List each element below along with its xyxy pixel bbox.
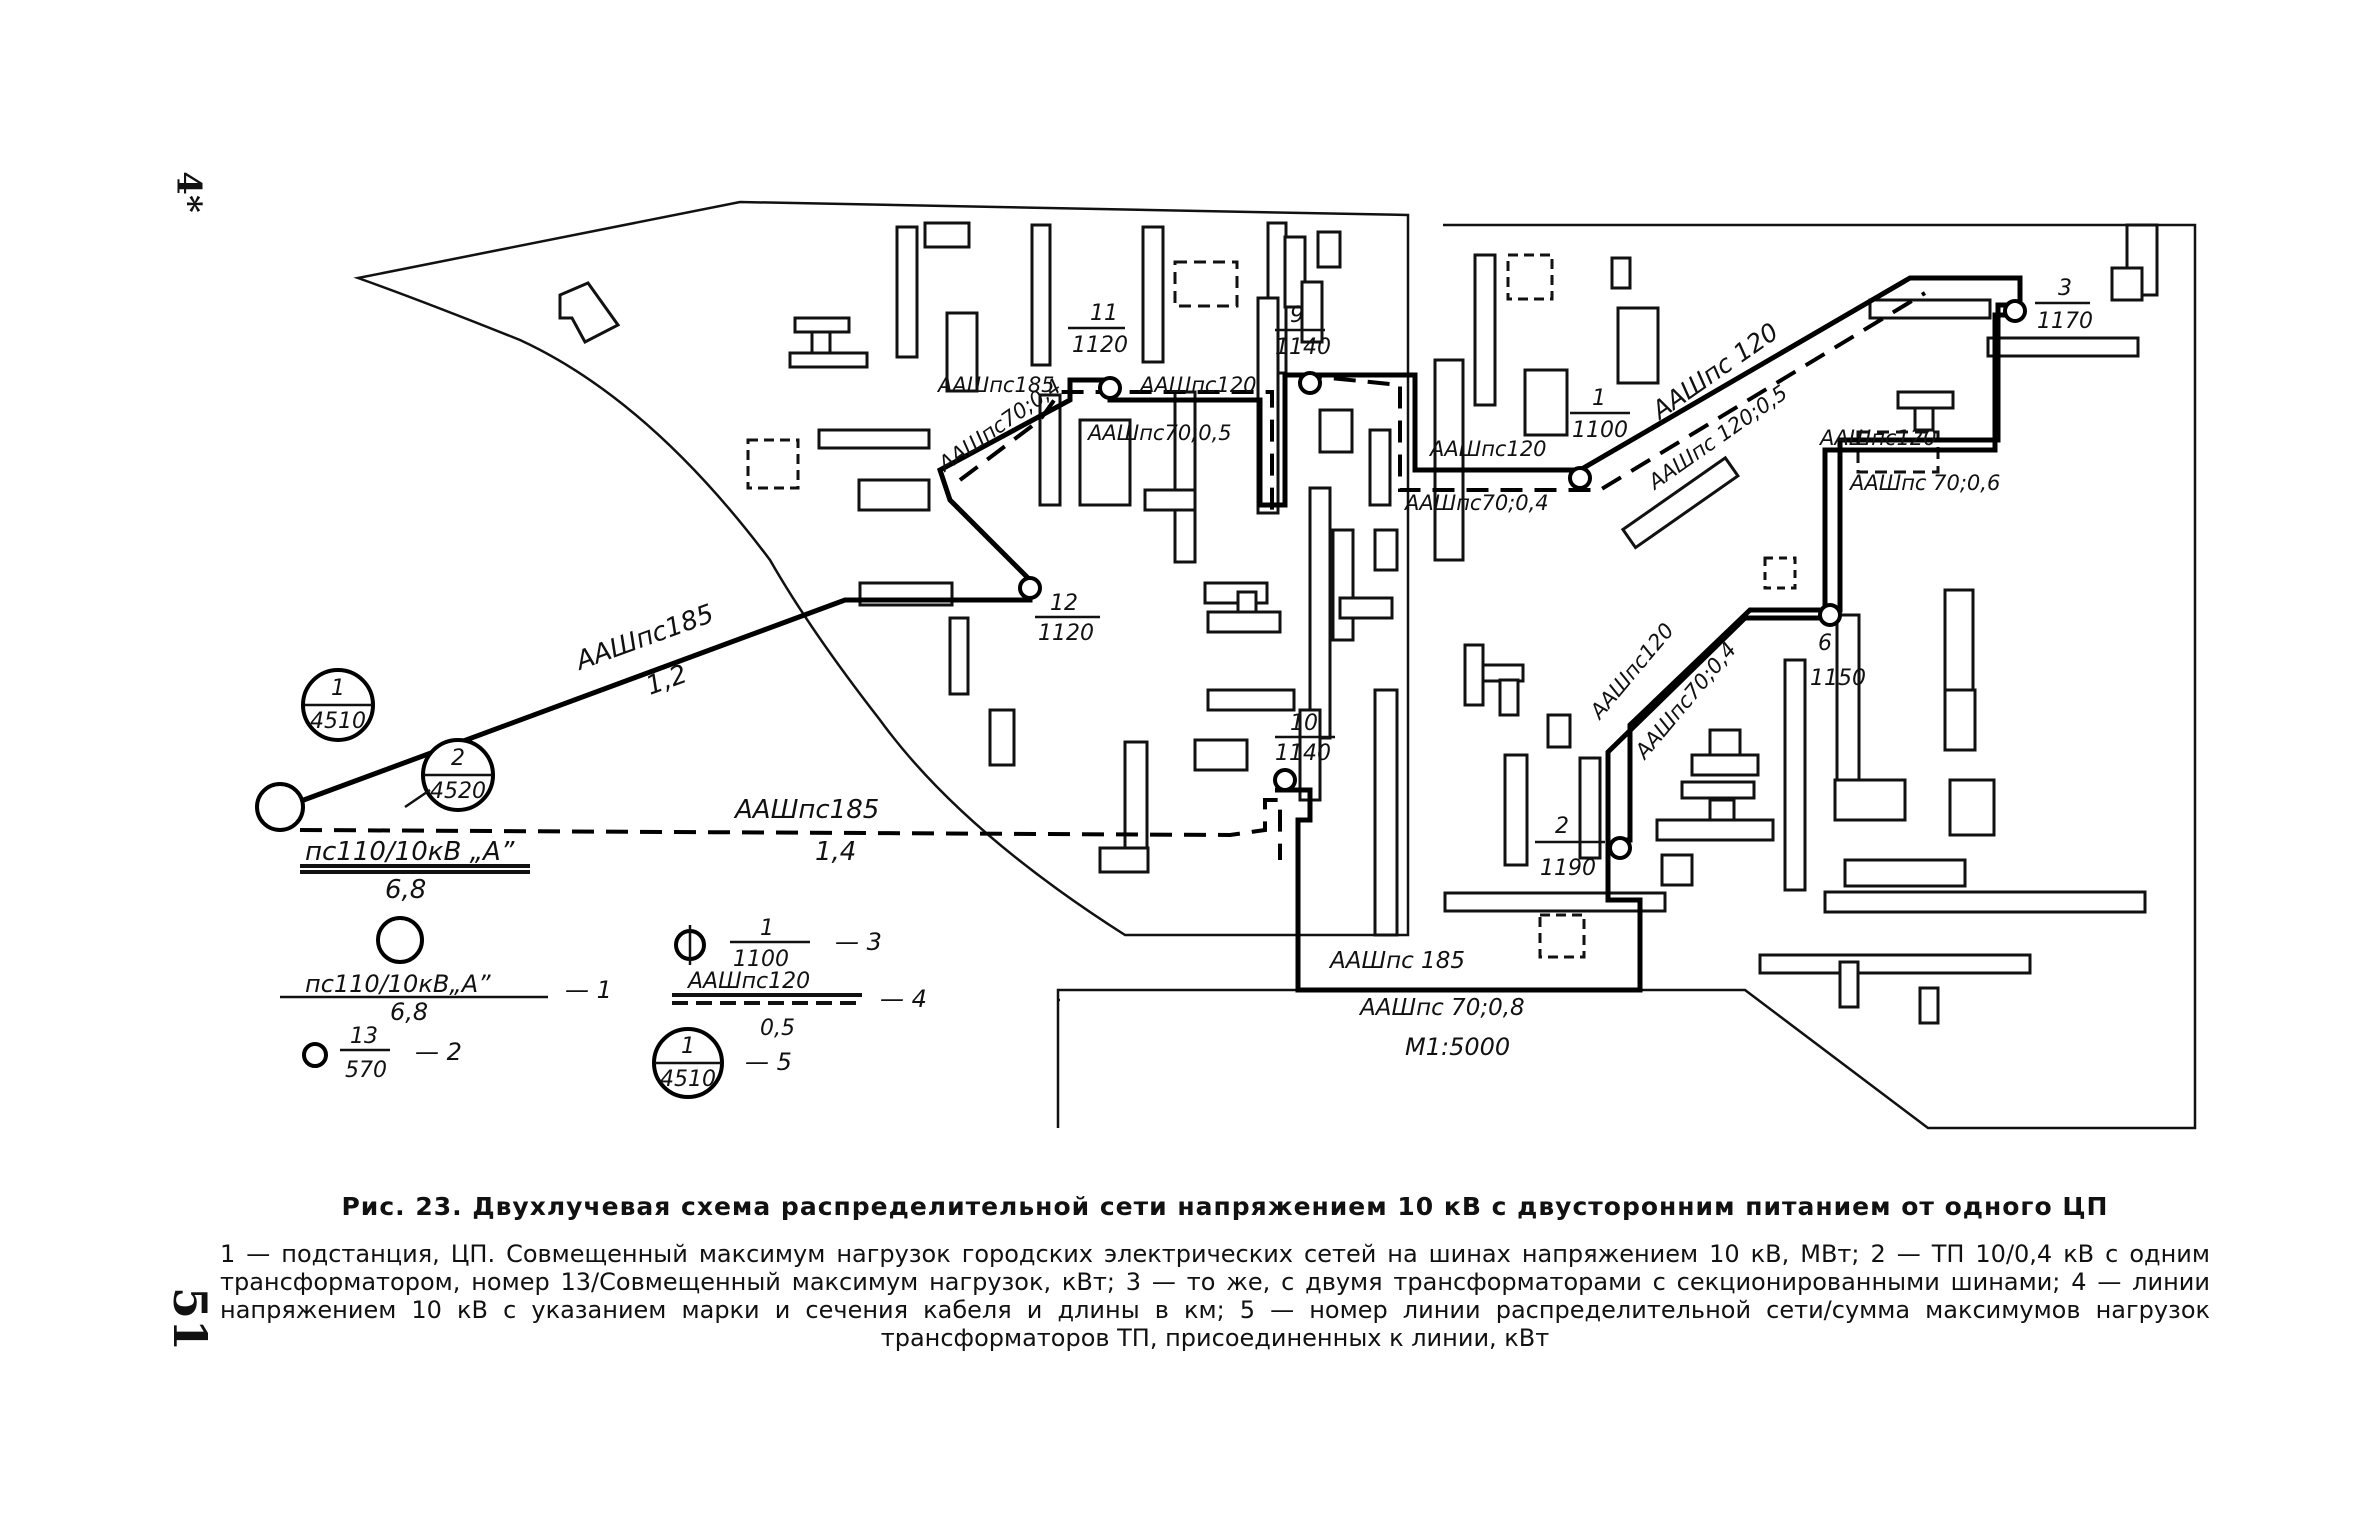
- feeder-1-marker: 1 4510: [301, 668, 375, 742]
- trunk-2-mark: ААШпс185: [733, 795, 879, 825]
- svg-text:1140: 1140: [1275, 335, 1331, 360]
- svg-text:13: 13: [350, 1024, 378, 1049]
- svg-text:1140: 1140: [1275, 741, 1331, 766]
- loop-upper-dashed: [958, 291, 1927, 512]
- feeder-2-marker: 2 4520: [421, 738, 495, 812]
- svg-text:3: 3: [2058, 276, 2072, 301]
- svg-text:ААШпс185: ААШпс185: [936, 373, 1055, 397]
- right-district-outline: [1056, 223, 2197, 1130]
- svg-text:1: 1: [331, 676, 345, 701]
- scale-label: М1:5000: [1405, 1033, 1510, 1061]
- svg-text:ААШпс70;0,4: ААШпс70;0,4: [1403, 491, 1549, 515]
- svg-text:2: 2: [1555, 814, 1569, 839]
- svg-text:1: 1: [681, 1034, 695, 1059]
- svg-text:4510: 4510: [310, 709, 366, 734]
- figure-caption-title: Рис. 23. Двухлучевая схема распределител…: [341, 1192, 2109, 1221]
- substation-symbol: [255, 782, 305, 832]
- figure-caption-body: 1 — подстанция, ЦП. Совмещенный максимум…: [220, 1240, 2210, 1352]
- substation-load: 6,8: [385, 875, 426, 905]
- legend: пс110/10кВ„А” 6,8 — 1 13 570 — 2 1 1100 …: [280, 916, 927, 1099]
- svg-text:11: 11: [1090, 301, 1118, 326]
- trunk-2-length: 1,4: [815, 837, 856, 867]
- svg-text:1120: 1120: [1072, 333, 1128, 358]
- svg-text:ААШпс120: ААШпс120: [686, 969, 810, 994]
- tp-6: 6 1150: [1810, 603, 1866, 691]
- svg-text:ААШпс 70;0,6: ААШпс 70;0,6: [1848, 471, 2000, 495]
- svg-text:— 1: — 1: [565, 976, 612, 1004]
- svg-text:— 3: — 3: [835, 928, 882, 956]
- buildings-right: [1433, 223, 2159, 1025]
- svg-text:ААШпс 185: ААШпс 185: [1328, 948, 1465, 974]
- tp-2: 2 1190: [1535, 814, 1632, 881]
- svg-text:— 4: — 4: [880, 985, 927, 1013]
- svg-text:— 2: — 2: [415, 1038, 462, 1066]
- svg-text:12: 12: [1050, 591, 1078, 616]
- svg-text:ААШпс70;0,5: ААШпс70;0,5: [1086, 421, 1232, 445]
- svg-text:6: 6: [1818, 631, 1832, 656]
- svg-text:1170: 1170: [2037, 309, 2093, 334]
- feeder-2-line: [299, 798, 1282, 860]
- svg-text:1: 1: [760, 916, 774, 941]
- svg-text:6,8: 6,8: [390, 998, 428, 1026]
- svg-text:4520: 4520: [430, 779, 486, 804]
- svg-text:1120: 1120: [1038, 621, 1094, 646]
- svg-text:ААШпс 70;0,8: ААШпс 70;0,8: [1358, 995, 1525, 1021]
- svg-text:0,5: 0,5: [760, 1016, 795, 1041]
- tp-9: 9 1140: [1275, 303, 1331, 395]
- trunk-1-mark: ААШпс185: [570, 599, 718, 677]
- svg-text:9: 9: [1290, 303, 1304, 328]
- svg-text:1150: 1150: [1810, 666, 1866, 691]
- svg-text:— 5: — 5: [745, 1048, 792, 1076]
- svg-text:пс110/10кВ„А”: пс110/10кВ„А”: [305, 970, 491, 998]
- tp-12: 12 1120: [1018, 576, 1100, 646]
- left-district-outline: [353, 200, 1410, 937]
- svg-text:2: 2: [451, 746, 465, 771]
- trunk-1-length: 1,2: [642, 659, 691, 701]
- svg-text:570: 570: [345, 1058, 387, 1083]
- svg-text:ААШпс120: ААШпс120: [1138, 373, 1257, 397]
- tp-10: 10 1140: [1273, 711, 1335, 792]
- svg-text:1: 1: [1592, 386, 1606, 411]
- tp-11: 11 1120: [1068, 301, 1128, 400]
- svg-text:1100: 1100: [1572, 418, 1628, 443]
- buildings-left: [558, 221, 1399, 937]
- loop-lower: [1275, 312, 2010, 993]
- svg-text:1100: 1100: [733, 947, 789, 972]
- tp-3: 3 1170: [2003, 276, 2093, 334]
- svg-text:ААШпс120: ААШпс120: [1818, 426, 1937, 450]
- tp-1: 1 1100: [1568, 386, 1630, 490]
- svg-text:1190: 1190: [1540, 856, 1596, 881]
- substation-name: пс110/10кВ „А”: [305, 837, 515, 867]
- svg-text:ААШпс120: ААШпс120: [1428, 437, 1547, 461]
- svg-text:10: 10: [1290, 711, 1318, 736]
- svg-text:4510: 4510: [660, 1067, 716, 1092]
